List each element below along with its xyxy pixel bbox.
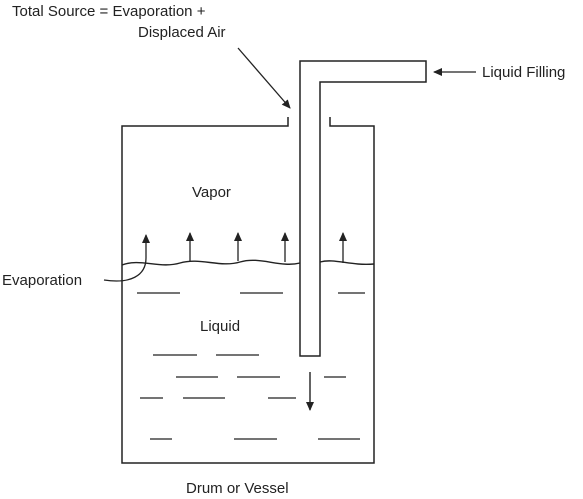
total-source-label: Total Source = Evaporation + (12, 3, 206, 20)
vapor-label: Vapor (192, 184, 231, 201)
evaporation-leader-arrow (103, 234, 150, 282)
vessel-outline (121, 117, 375, 464)
vessel-caption: Drum or Vessel (186, 480, 289, 494)
liquid-filling-label: Liquid Filling (482, 64, 565, 81)
fill-pipe (299, 60, 427, 357)
evaporation-label: Evaporation (2, 272, 82, 289)
liquid-surface (121, 259, 375, 266)
liquid-dashes (137, 292, 365, 440)
displaced-air-label: Displaced Air (138, 24, 226, 41)
displaced-air-arrow (237, 47, 291, 109)
liquid-label: Liquid (200, 318, 240, 335)
